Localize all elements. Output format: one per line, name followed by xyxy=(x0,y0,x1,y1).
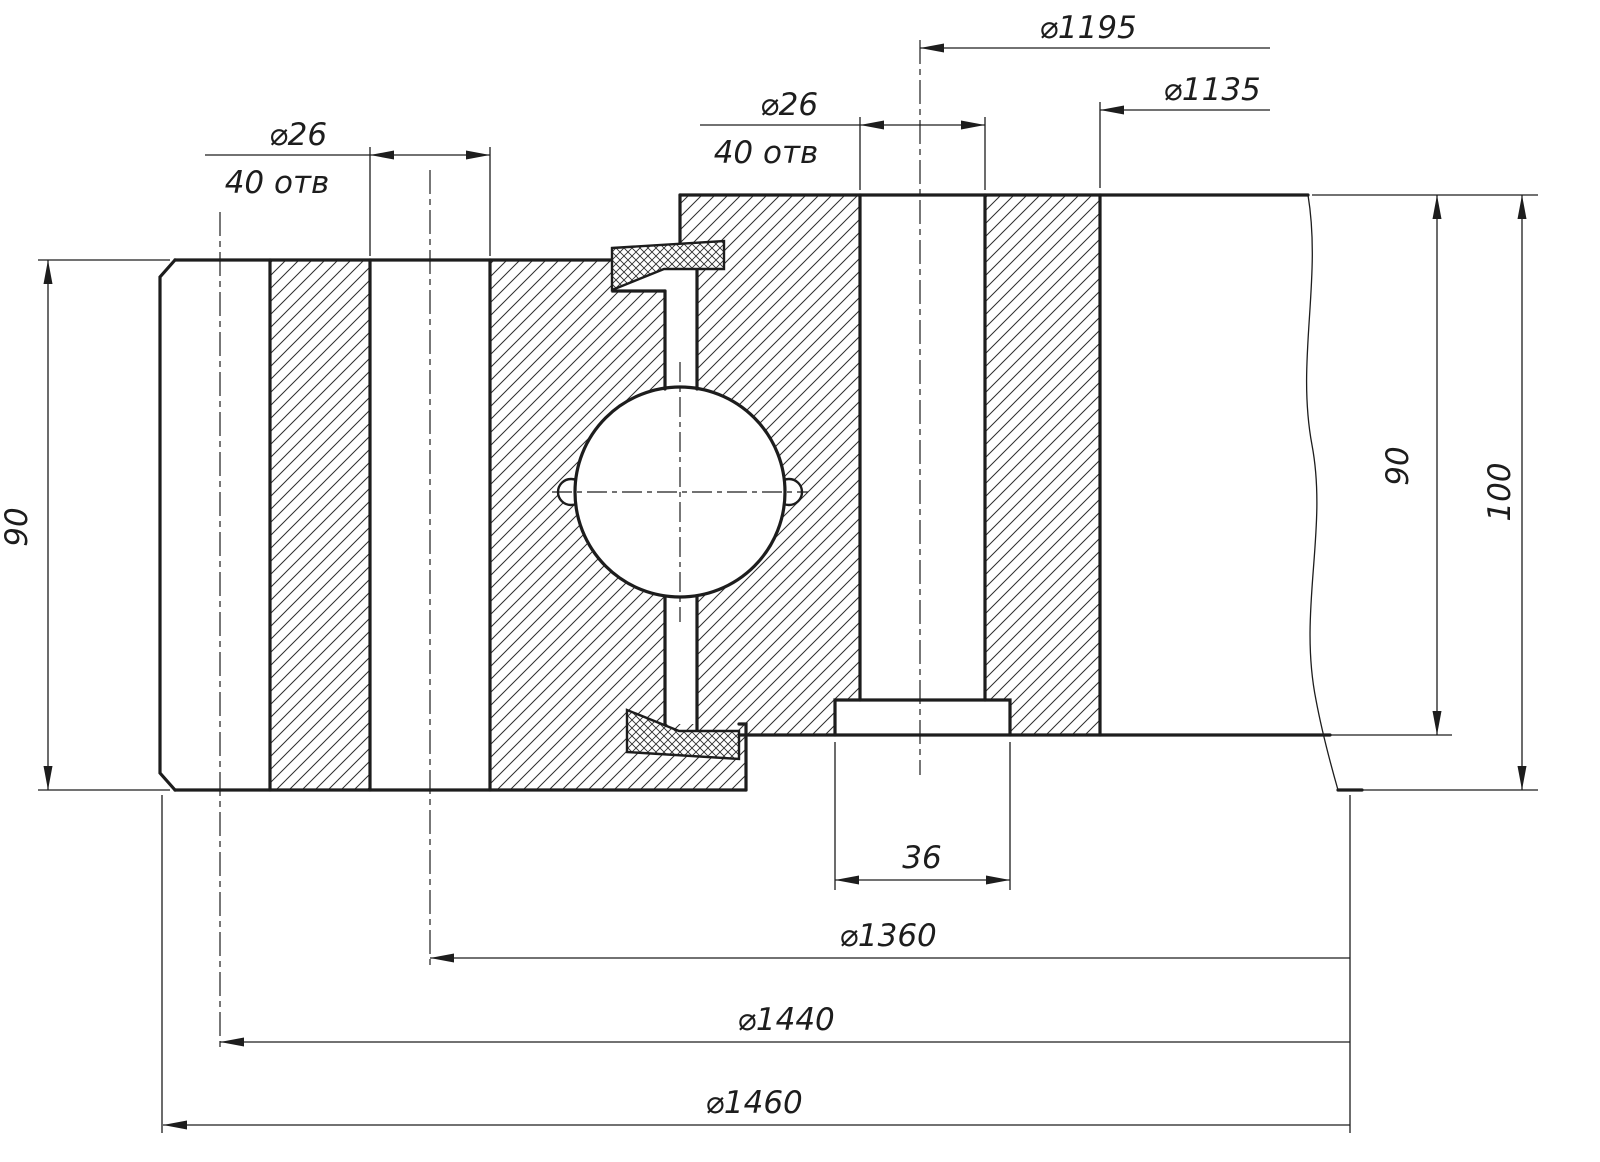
dimension-dia-1440: ⌀1440 xyxy=(220,1002,1350,1047)
outer-ring-outline xyxy=(158,258,748,792)
inner-ring-outline xyxy=(678,193,1364,792)
dim-label-height-90-left: 90 xyxy=(0,507,35,546)
dim-label-dia-1360: ⌀1360 xyxy=(839,918,937,954)
dim-label-dia-1135: ⌀1135 xyxy=(1163,72,1261,108)
dim-label-width-36: 36 xyxy=(902,840,941,876)
dimension-dia-1460: ⌀1460 xyxy=(161,795,1351,1133)
dim-label-holes-40-left: 40 отв xyxy=(225,165,330,201)
dim-label-dia-1460: ⌀1460 xyxy=(705,1085,803,1121)
dimension-dia-1135: ⌀1135 xyxy=(1099,72,1270,188)
dim-label-holes-40-center: 40 отв xyxy=(714,135,819,171)
dimension-height-90-left: 90 xyxy=(0,259,170,791)
dimension-dia-26-left: ⌀26 40 отв xyxy=(205,117,491,256)
dimension-dia-1360: ⌀1360 xyxy=(430,918,1350,963)
break-line xyxy=(1305,194,1339,791)
dimension-height-100: 100 xyxy=(1362,195,1538,791)
dim-label-height-100: 100 xyxy=(1482,462,1518,521)
dim-label-dia-26-center: ⌀26 xyxy=(760,87,818,123)
dimension-dia-26-center: ⌀26 40 отв xyxy=(700,87,986,190)
seals xyxy=(610,239,741,761)
top-seal xyxy=(610,239,726,292)
bottom-spigot xyxy=(833,698,1012,737)
dimension-width-36: 36 xyxy=(834,742,1011,890)
inner-ring-hatch-band-2 xyxy=(985,195,1100,735)
outer-ring-hatch-band-1 xyxy=(270,260,370,790)
dim-label-dia-26-left: ⌀26 xyxy=(269,117,327,153)
bottom-seal xyxy=(625,708,741,761)
outer-ring-lip-step xyxy=(737,722,748,792)
dimensions: ⌀1195 ⌀1135 ⌀26 40 отв ⌀26 40 о xyxy=(0,10,1538,1133)
dim-label-dia-1195: ⌀1195 xyxy=(1039,10,1137,46)
dim-label-height-90-right: 90 xyxy=(1380,446,1416,485)
dimension-height-90-right: 90 xyxy=(1312,194,1538,736)
centerlines xyxy=(219,40,921,1050)
ball-and-races xyxy=(552,362,808,622)
dim-label-dia-1440: ⌀1440 xyxy=(737,1002,835,1038)
dimension-dia-1195: ⌀1195 xyxy=(920,10,1270,53)
